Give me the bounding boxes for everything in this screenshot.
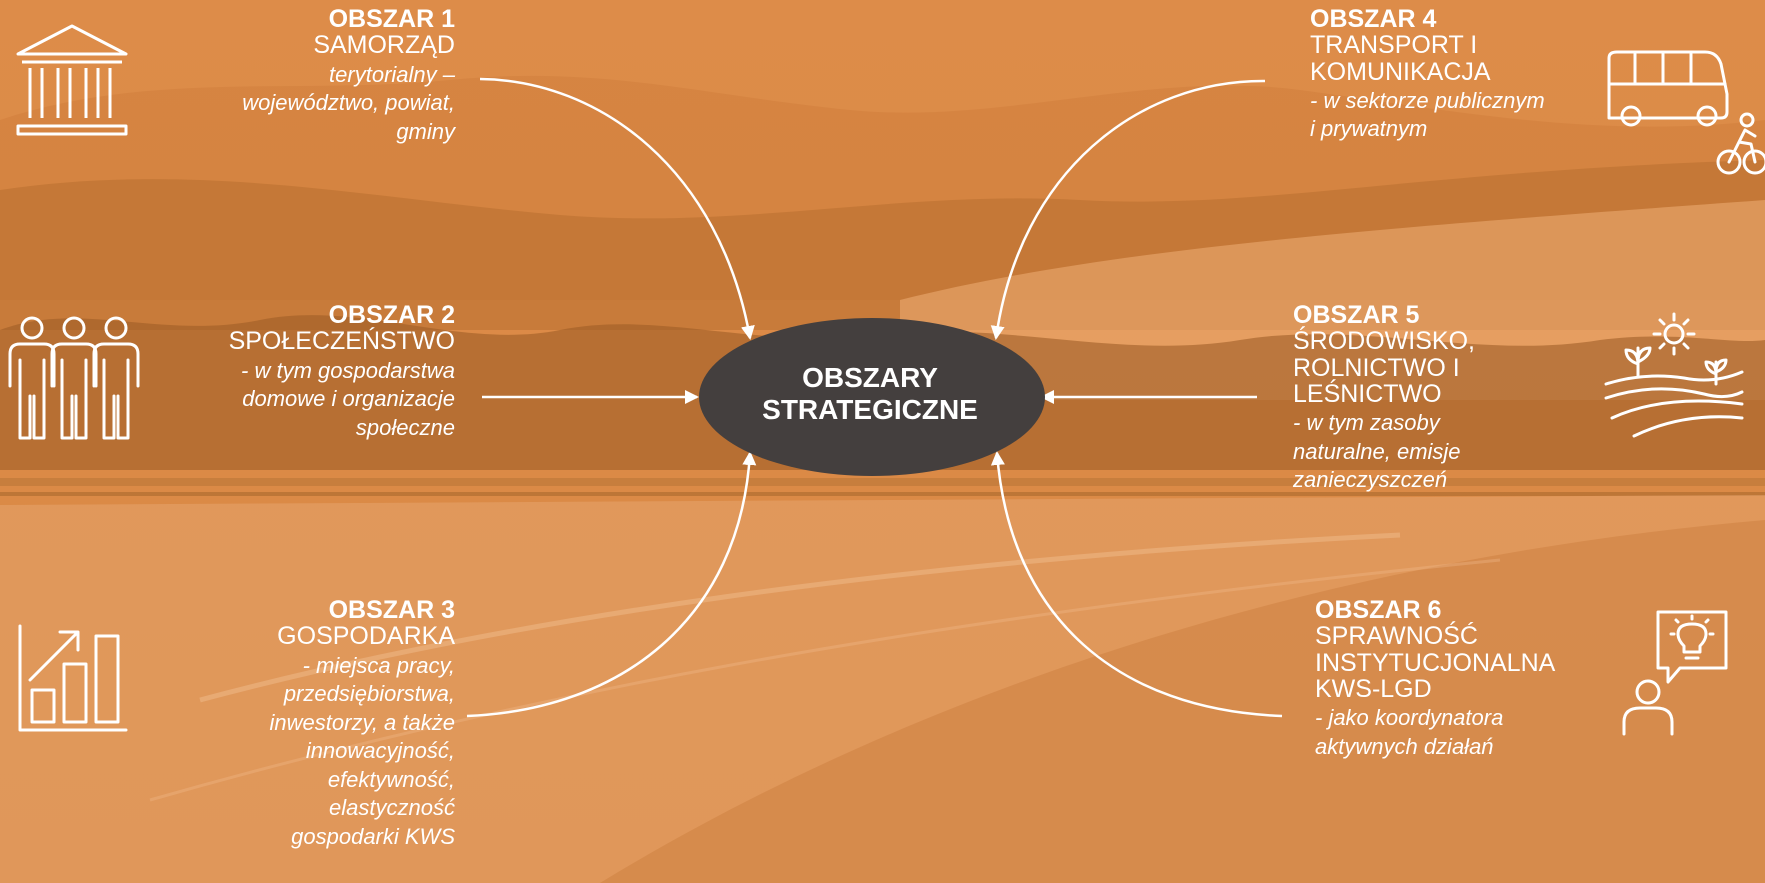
center-label-line-2: STRATEGICZNE xyxy=(762,394,978,426)
growth-chart-icon xyxy=(18,624,128,732)
area-2-description-line: domowe i organizacje xyxy=(242,386,455,412)
area-3-number: OBSZAR 3 xyxy=(328,596,455,624)
area-1-description-line: województwo, powiat, xyxy=(242,90,455,116)
area-2-number: OBSZAR 2 xyxy=(328,301,455,329)
arrow-area-3 xyxy=(466,451,757,718)
area-2-text: OBSZAR 2 SPOŁECZEŃSTWO - w tym gospodars… xyxy=(229,302,455,442)
area-6-text: OBSZAR 6 SPRAWNOŚĆ INSTYTUCJONALNA KWS-L… xyxy=(1315,597,1555,761)
area-1-name: SAMORZĄD xyxy=(313,31,455,60)
area-5-name-line-1: ŚRODOWISKO, xyxy=(1293,327,1475,356)
area-1-number: OBSZAR 1 xyxy=(328,5,455,33)
area-6-name-line-2: INSTYTUCJONALNA xyxy=(1315,648,1556,677)
arrow-area-6 xyxy=(990,451,1283,718)
area-3-description-line: innowacyjność, xyxy=(305,738,455,764)
area-4-name-line-2: KOMUNIKACJA xyxy=(1310,57,1491,86)
farmland-sun-icon xyxy=(1604,312,1744,438)
area-2-name: SPOŁECZEŃSTWO xyxy=(228,327,455,356)
arrow-area-1 xyxy=(479,77,755,340)
arrow-area-4 xyxy=(990,79,1266,340)
area-5-description-line: - w tym zasoby xyxy=(1293,410,1440,435)
bus-and-cyclist-icon xyxy=(1607,50,1765,175)
area-3-name: GOSPODARKA xyxy=(277,622,455,651)
area-5-name-line-2: ROLNICTWO I xyxy=(1293,353,1460,382)
area-3-description-line: inwestorzy, a także xyxy=(269,709,455,735)
person-idea-icon xyxy=(1622,610,1728,736)
area-4-number: OBSZAR 4 xyxy=(1310,5,1437,33)
area-1-description-line: gminy xyxy=(396,118,455,144)
area-3-description-line: gospodarki KWS xyxy=(291,824,455,850)
area-5-text: OBSZAR 5 ŚRODOWISKO, ROLNICTWO I LEŚNICT… xyxy=(1293,302,1475,495)
area-6-description-line: aktywnych działań xyxy=(1315,733,1494,759)
area-4-description-line: - w sektorze publicznym xyxy=(1310,87,1545,113)
people-group-icon xyxy=(8,316,140,440)
area-5-description-line: naturalne, emisje xyxy=(1293,438,1461,464)
area-3-description-line: efektywność, xyxy=(327,766,455,792)
area-4-name-line-1: TRANSPORT I xyxy=(1310,31,1478,60)
area-2-description: - w tym gospodarstwa domowe i organizacj… xyxy=(229,357,455,443)
area-3-description: - miejsca pracy, przedsiębiorstwa, inwes… xyxy=(270,652,455,852)
center-label-line-1: OBSZARY xyxy=(802,362,938,393)
area-3-description-line: - miejsca pracy, xyxy=(302,652,455,678)
government-building-icon xyxy=(16,24,128,136)
area-2-description-line: - w tym gospodarstwa xyxy=(241,357,455,383)
area-6-description-line: - jako koordynatora xyxy=(1315,705,1504,730)
area-1-description: terytorialny – województwo, powiat, gmin… xyxy=(242,61,455,147)
area-6-description: - jako koordynatora aktywnych działań xyxy=(1315,704,1555,761)
area-5-description-line: zanieczyszczeń xyxy=(1293,467,1448,493)
area-4-text: OBSZAR 4 TRANSPORT I KOMUNIKACJA - w sek… xyxy=(1310,6,1545,144)
area-5-name-line-3: LEŚNICTWO xyxy=(1293,379,1442,408)
area-3-description-line: przedsiębiorstwa, xyxy=(283,681,455,707)
area-6-name-line-3: KWS-LGD xyxy=(1315,674,1432,703)
area-5-number: OBSZAR 5 xyxy=(1293,301,1420,329)
area-1-text: OBSZAR 1 SAMORZĄD terytorialny – wojewód… xyxy=(242,6,455,146)
center-ellipse xyxy=(699,318,1045,476)
area-4-description-line: i prywatnym xyxy=(1310,116,1428,142)
area-1-description-line: terytorialny – xyxy=(329,61,455,87)
area-6-number: OBSZAR 6 xyxy=(1315,596,1442,624)
area-2-description-line: społeczne xyxy=(355,414,455,440)
area-5-description: - w tym zasoby naturalne, emisje zaniecz… xyxy=(1293,409,1475,495)
area-4-description: - w sektorze publicznym i prywatnym xyxy=(1310,87,1545,144)
area-3-text: OBSZAR 3 GOSPODARKA - miejsca pracy, prz… xyxy=(270,597,455,852)
area-3-description-line: elastyczność xyxy=(329,795,455,821)
area-6-name-line-1: SPRAWNOŚĆ xyxy=(1315,622,1478,651)
center-label: OBSZARY STRATEGICZNE xyxy=(700,362,1040,426)
